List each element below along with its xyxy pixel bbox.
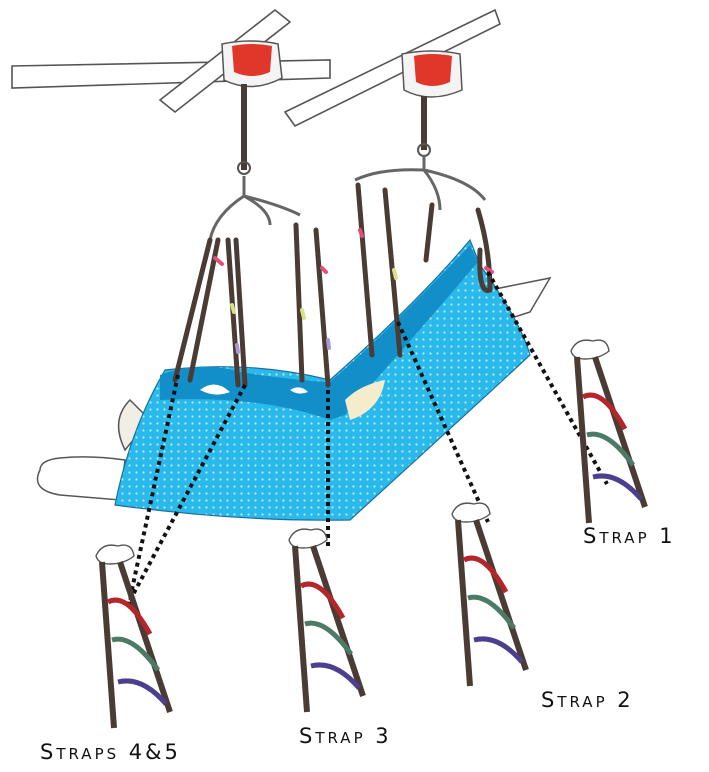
strap-detail-1 — [571, 340, 645, 523]
label-strap-3: Strap 3 — [299, 724, 392, 748]
label-strap-2: Strap 2 — [541, 688, 634, 712]
hoist-unit-right — [402, 51, 462, 156]
strap-detail-4-5 — [96, 545, 170, 728]
strap-detail-2 — [452, 503, 526, 686]
label-strap-1: Strap 1 — [583, 524, 676, 548]
strap-detail-3 — [289, 529, 363, 712]
label-straps-4-5: Straps 4&5 — [40, 740, 181, 764]
spreader-bar-right — [355, 156, 485, 210]
hoist-unit-left — [222, 41, 282, 174]
spreader-bar-left — [210, 176, 300, 240]
